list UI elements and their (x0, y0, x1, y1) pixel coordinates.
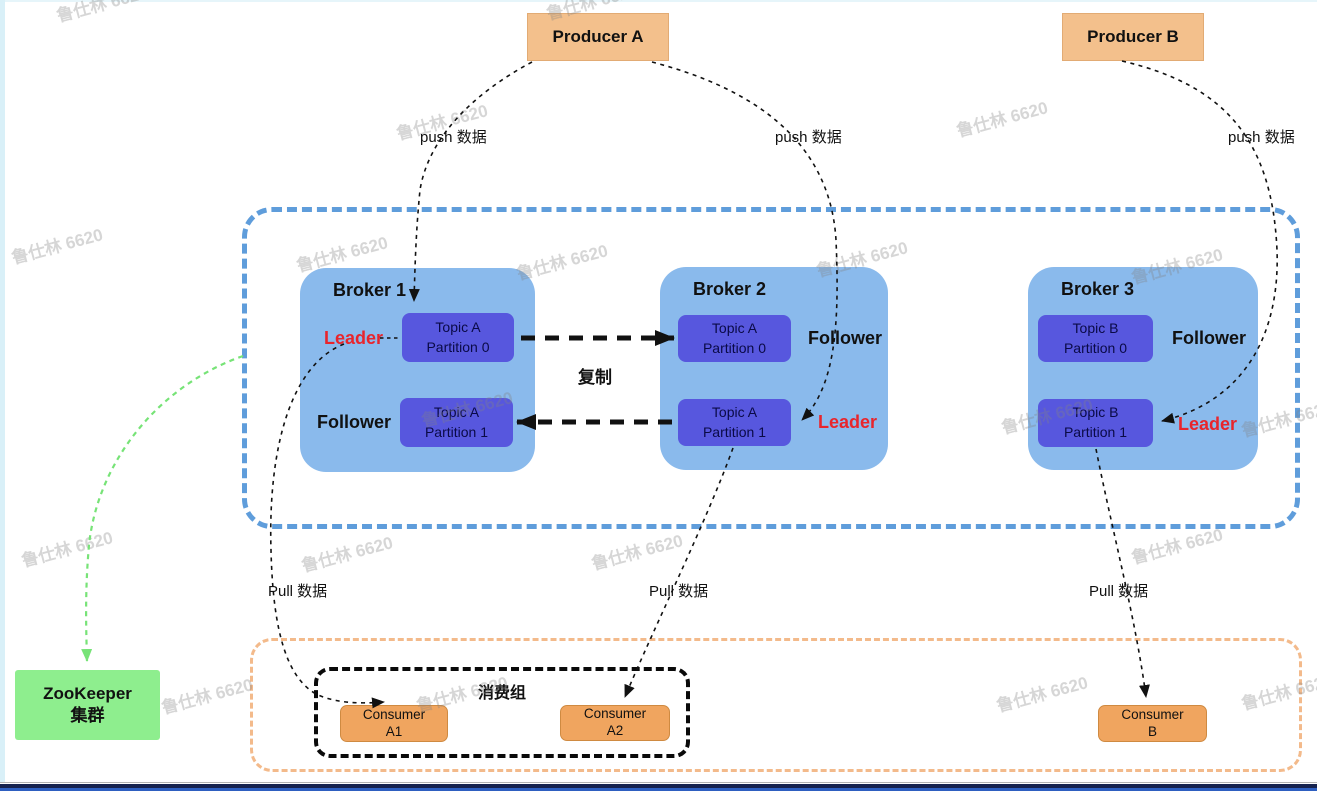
consumers-boundary (250, 638, 1302, 772)
partition-topic-line: Topic B (1072, 404, 1119, 421)
broker-3-box: Broker 3 Topic B Partition 0 Follower To… (1028, 267, 1258, 470)
partition-number-line: Partition 1 (1063, 424, 1128, 440)
partition-number-line: Partition 0 (426, 338, 490, 355)
consumer-group-label: 消费组 (477, 685, 526, 702)
broker-3-topic-b-partition-0: Topic B Partition 0 (1038, 315, 1153, 362)
broker-1-follower-label: Follower (317, 412, 392, 432)
partition-topic-line: Topic A (435, 318, 481, 335)
partition-number-line: Partition 0 (702, 339, 767, 356)
partition-topic-line: Topic A (711, 319, 758, 336)
partition-topic-line: Topic B (1072, 319, 1119, 336)
broker-3-leader-label: Leader (1178, 414, 1238, 434)
consumer-group-box: 消费组 (314, 667, 690, 758)
broker-1-topic-a-partition-0: Topic A Partition 0 (402, 313, 514, 362)
broker-2-follower-label: Follower (808, 328, 883, 348)
consumer-a1-box: Consumer A1 (340, 705, 448, 742)
push-data-label-left: push 数据 (420, 129, 487, 146)
zookeeper-line2: 集群 (70, 706, 105, 725)
partition-topic-line: Topic A (711, 403, 758, 420)
broker-3-topic-b-partition-1: Topic B Partition 1 (1038, 399, 1153, 447)
pull-data-label-left: Pull 数据 (268, 583, 328, 600)
watermark-text: 鲁仕林 6620 (19, 528, 115, 571)
partition-topic-line: Topic A (433, 403, 480, 420)
broker-2-box: Broker 2 Topic A Partition 0 Follower To… (660, 267, 888, 470)
broker-1-leader-label: Leader (324, 328, 384, 348)
pull-data-label-middle: Pull 数据 (649, 583, 709, 600)
partition-number-line: Partition 1 (424, 423, 489, 440)
broker-2-leader-label: Leader (818, 412, 878, 432)
window-bottom-bar-dark (0, 784, 1317, 788)
window-bottom-bar-blue (0, 788, 1317, 791)
broker-1-topic-a-partition-1: Topic A Partition 1 (400, 398, 513, 447)
watermark-text: 鲁仕林 6620 (159, 675, 255, 718)
zookeeper-box: ZooKeeper 集群 (15, 670, 160, 740)
producer-b-box: Producer B (1062, 13, 1204, 61)
producer-a-box: Producer A (527, 13, 669, 61)
consumer-line1: Consumer (1121, 706, 1184, 722)
watermark-text: 鲁仕林 6620 (299, 533, 395, 576)
watermark-text: 鲁仕林 6620 (9, 225, 105, 268)
push-data-label-right: push 数据 (1228, 129, 1295, 146)
broker-3-follower-label: Follower (1172, 328, 1247, 348)
broker-2-topic-a-partition-1: Topic A Partition 1 (678, 399, 791, 446)
watermark-text: 鲁仕林 6620 (54, 0, 150, 26)
partition-number-line: Partition 0 (1063, 339, 1128, 356)
window-top-edge (0, 0, 1317, 2)
window-bottom-separator (0, 782, 1317, 783)
broker-1-title: Broker 1 (333, 280, 407, 300)
pull-data-label-right: Pull 数据 (1089, 583, 1149, 600)
watermark-text: 鲁仕林 6620 (589, 531, 685, 574)
broker-3-title: Broker 3 (1061, 279, 1135, 299)
window-left-edge (0, 0, 5, 782)
replication-label: 复制 (578, 368, 612, 387)
push-data-label-middle: push 数据 (775, 129, 842, 146)
consumer-line2: A2 (606, 723, 624, 738)
consumer-a2-box: Consumer A2 (560, 705, 670, 741)
broker-2-title: Broker 2 (693, 279, 767, 299)
zookeeper-line1: ZooKeeper (43, 683, 132, 703)
partition-number-line: Partition 1 (702, 423, 767, 440)
consumer-b-box: Consumer B (1098, 705, 1207, 742)
watermark-text: 鲁仕林 6620 (954, 98, 1050, 141)
consumer-line2: B (1147, 723, 1157, 739)
broker-1-box: Broker 1 Leader Topic A Partition 0 Foll… (300, 268, 535, 472)
zookeeper-edge-cluster-to-zookeeper (81, 354, 244, 662)
consumer-line1: Consumer (583, 706, 647, 722)
broker-2-topic-a-partition-0: Topic A Partition 0 (678, 315, 791, 362)
consumer-line2: A1 (385, 723, 403, 739)
consumer-line1: Consumer (362, 706, 426, 722)
